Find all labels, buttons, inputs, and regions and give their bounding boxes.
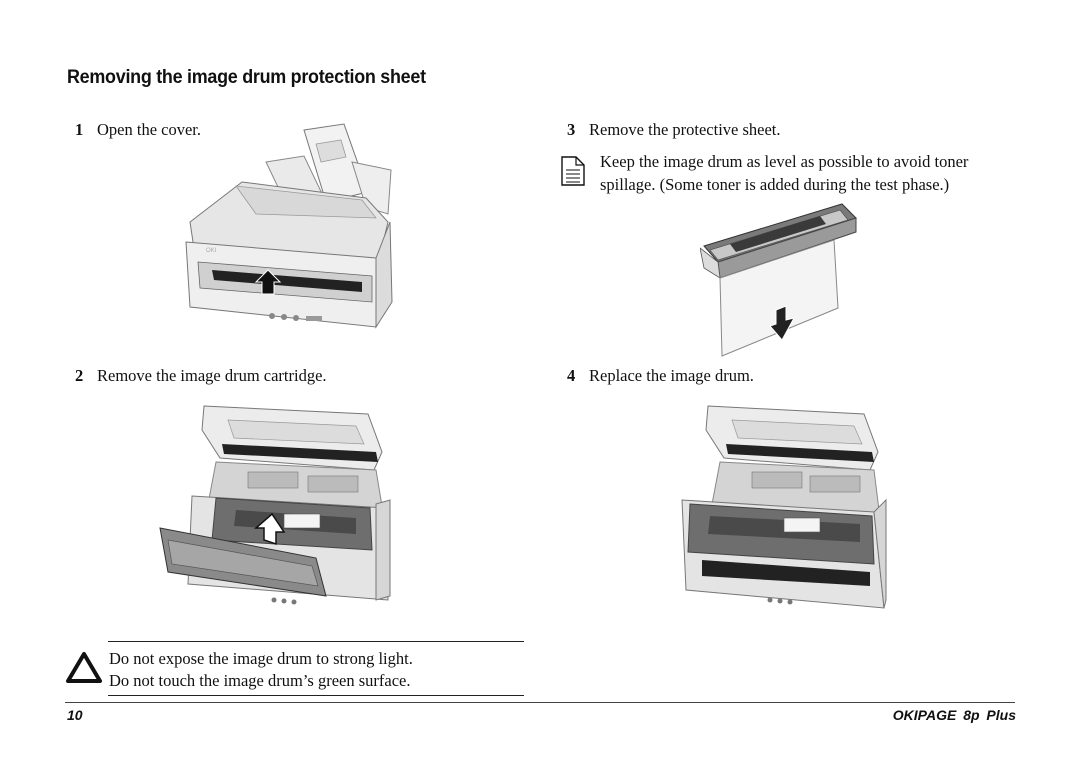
warning-line-2: Do not touch the image drum’s green surf… bbox=[109, 671, 411, 690]
step-text: Replace the image drum. bbox=[589, 366, 754, 385]
warning-bottom-rule bbox=[108, 695, 524, 696]
remove-protective-sheet-illustration bbox=[700, 203, 857, 357]
warning-text: Do not expose the image drum to strong l… bbox=[109, 648, 413, 692]
step-number: 4 bbox=[567, 366, 576, 385]
step-1: 1 Open the cover. bbox=[75, 120, 201, 140]
note-icon bbox=[561, 156, 585, 186]
page-number: 10 bbox=[67, 707, 83, 723]
step-number: 2 bbox=[75, 366, 84, 385]
note-text: Keep the image drum as level as possible… bbox=[600, 150, 1030, 196]
product-name: OKIPAGE 8p Plus bbox=[892, 707, 1016, 723]
printer-logo: OKI bbox=[206, 248, 217, 254]
warning-top-rule bbox=[108, 641, 524, 642]
note-line-2: spillage. (Some toner is added during th… bbox=[600, 175, 950, 194]
step-text: Open the cover. bbox=[97, 120, 202, 139]
step-2: 2 Remove the image drum cartridge. bbox=[75, 366, 327, 386]
section-heading: Removing the image drum protection sheet bbox=[67, 66, 426, 88]
step-4: 4 Replace the image drum. bbox=[567, 366, 754, 386]
replace-drum-illustration bbox=[681, 405, 887, 609]
warning-triangle-icon bbox=[66, 652, 102, 683]
printer-open-cover-illustration: OKI bbox=[185, 123, 393, 329]
step-text: Remove the image drum cartridge. bbox=[97, 366, 327, 385]
note-line-1: Keep the image drum as level as possible… bbox=[600, 152, 969, 171]
warning-line-1: Do not expose the image drum to strong l… bbox=[109, 649, 413, 668]
remove-drum-cartridge-illustration bbox=[159, 405, 391, 605]
step-number: 3 bbox=[567, 120, 576, 139]
footer-rule bbox=[65, 702, 1015, 703]
step-number: 1 bbox=[75, 120, 84, 139]
step-3: 3 Remove the protective sheet. bbox=[567, 120, 781, 140]
step-text: Remove the protective sheet. bbox=[589, 120, 781, 139]
